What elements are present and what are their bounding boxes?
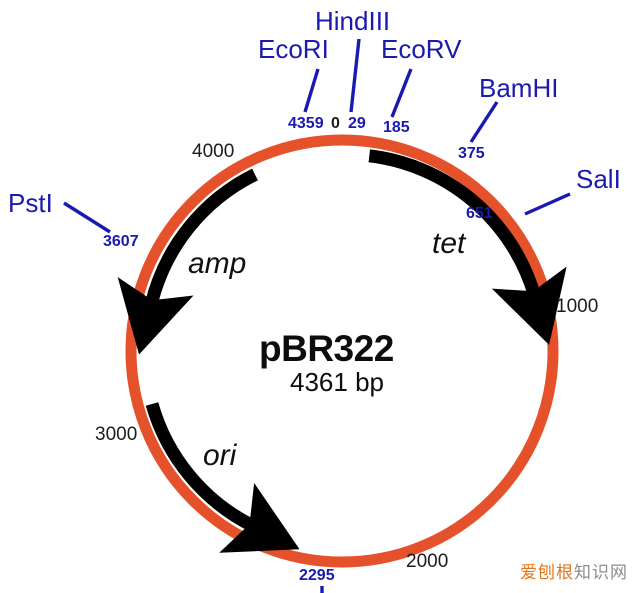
restriction-site-label-bamhi: BamHI	[479, 73, 559, 103]
leader-line-sali	[524, 192, 571, 216]
restriction-site-position-hindiii: 29	[348, 115, 366, 132]
coordinate-tick-4000: 4000	[192, 141, 235, 162]
restriction-site-label-hindiii: HindIII	[315, 6, 391, 36]
site-watermark: 爱刨根知识网	[520, 558, 628, 583]
gene-arc-ori	[145, 402, 300, 553]
gene-label-ori: ori	[203, 439, 237, 472]
bottom-position-marker: 2295	[299, 567, 335, 584]
gene-label-amp: amp	[188, 247, 247, 280]
coordinate-tick-1000: 1000	[556, 296, 599, 317]
coordinate-tick-2000: 2000	[406, 551, 449, 572]
restriction-site-label-sali: SalI	[576, 164, 621, 194]
watermark-text-orange: 爱刨根	[520, 563, 574, 583]
gene-label-tet: tet	[432, 227, 466, 260]
leader-line-hindiii	[349, 38, 361, 113]
watermark-text-gray: 知识网	[574, 563, 628, 583]
coordinate-tick-3000: 3000	[95, 424, 138, 445]
leader-line-bamhi	[469, 101, 499, 143]
restriction-site-label-ecorv: EcoRV	[381, 34, 462, 64]
restriction-site-label-psti: PstI	[8, 188, 53, 218]
restriction-site-label-ecori: EcoRI	[258, 34, 329, 64]
restriction-site-position-bamhi: 375	[458, 145, 485, 162]
origin-position-marker: 0	[331, 115, 340, 132]
plasmid-name-title: pBR322	[259, 328, 394, 369]
restriction-site-position-ecori: 4359	[288, 115, 324, 132]
plasmid-size-label: 4361 bp	[290, 367, 384, 397]
restriction-site-position-ecorv: 185	[383, 119, 410, 136]
restriction-site-position-psti: 3607	[103, 233, 139, 250]
gene-arc-amp	[117, 168, 258, 355]
restriction-site-position-sali: 651	[466, 205, 493, 222]
leader-line-ecori	[303, 68, 320, 113]
leader-line-psti	[63, 201, 111, 234]
gene-arc-tet	[368, 149, 567, 345]
leader-line-ecorv	[390, 68, 413, 118]
